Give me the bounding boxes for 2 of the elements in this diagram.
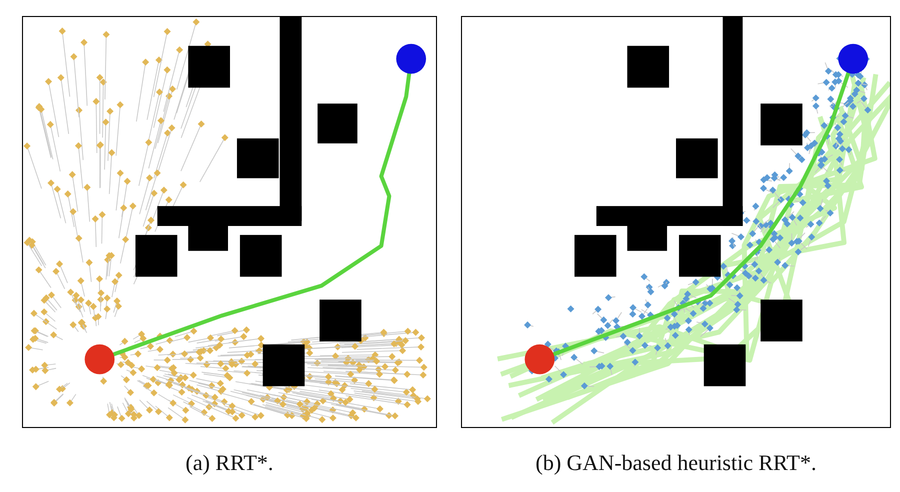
figure-caption: (a) RRT*. bbox=[186, 450, 274, 476]
figure-caption: (b) GAN-based heuristic RRT*. bbox=[536, 450, 816, 476]
